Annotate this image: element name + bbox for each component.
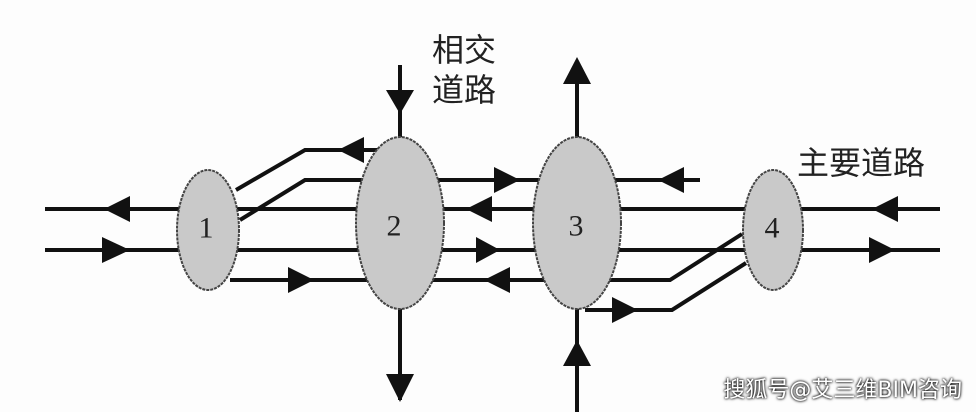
ramp-1-to-3 (238, 178, 700, 222)
arrow-left-icon (338, 137, 364, 163)
ramp-4-to-3 (600, 232, 744, 282)
arrow-down-icon (386, 374, 414, 402)
arrow-right-icon (288, 267, 314, 293)
main-road-label: 主要道路 (797, 144, 926, 182)
arrow-right-icon (612, 297, 638, 323)
crossing-road-label: 相交道路 (432, 31, 497, 109)
ramp-2-to-1-upper (234, 148, 400, 192)
arrow-up-icon (563, 57, 591, 84)
watermark: 搜狐号@艾三维BIM咨询 (723, 378, 962, 403)
node-1: 1 (176, 169, 240, 291)
node-2-label: 2 (387, 210, 402, 243)
node-1-label: 1 (199, 212, 214, 245)
arrow-left-icon (872, 196, 898, 222)
arrow-right-icon (869, 237, 895, 263)
node-3: 3 (532, 136, 622, 310)
arrow-left-icon (484, 267, 510, 293)
arrow-up-icon (563, 340, 591, 366)
node-4-label: 4 (765, 212, 780, 245)
node-3-label: 3 (569, 210, 584, 243)
arrow-right-icon (102, 237, 130, 263)
arrow-left-icon (658, 167, 684, 193)
node-2: 2 (355, 136, 445, 310)
arrow-right-icon (494, 167, 520, 193)
arrow-left-icon (104, 196, 130, 222)
node-4: 4 (742, 169, 804, 291)
arrow-left-icon (466, 196, 492, 222)
arrow-right-icon (476, 237, 500, 263)
arrow-down-icon (386, 90, 414, 114)
